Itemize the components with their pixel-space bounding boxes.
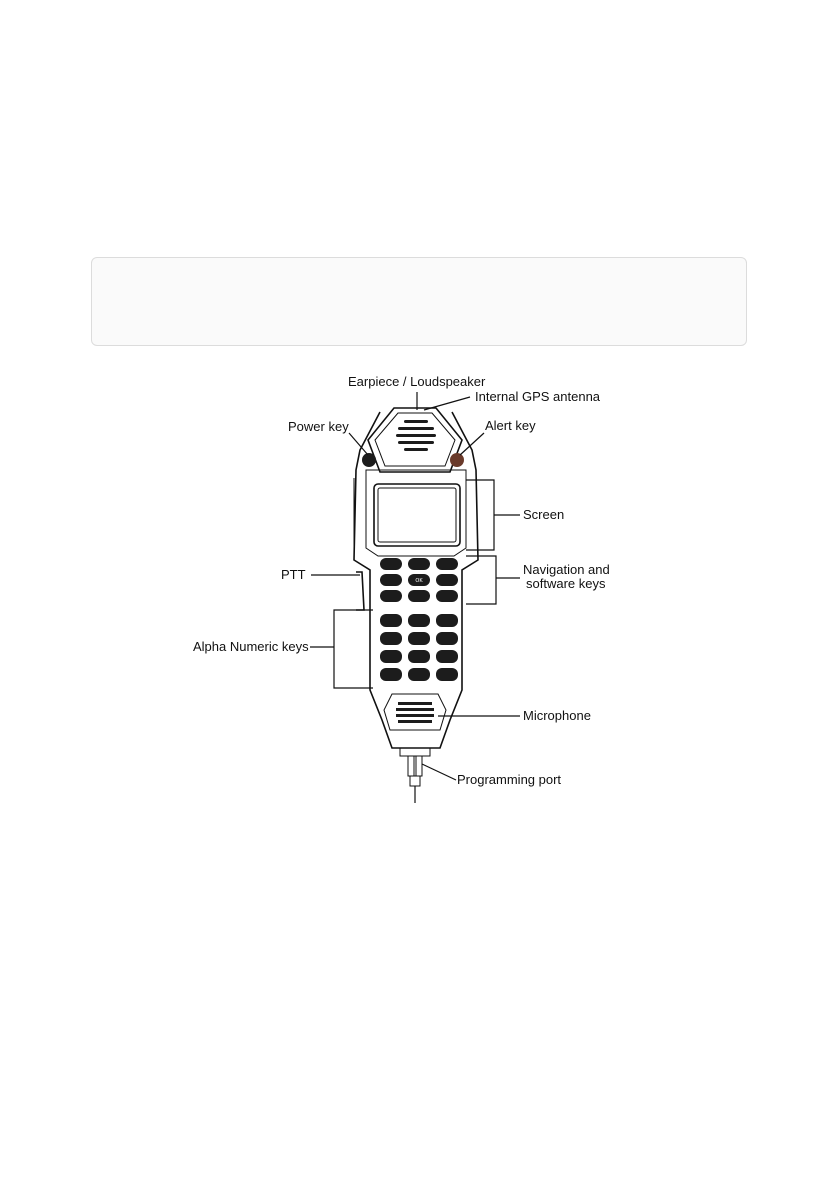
ok-key-label: OK <box>415 578 423 584</box>
label-alpha-numeric: Alpha Numeric keys <box>193 639 309 654</box>
label-power-key: Power key <box>288 419 349 434</box>
label-navigation-line1: Navigation and <box>523 562 610 577</box>
alphanumeric-keys <box>380 614 458 681</box>
earpiece-grille <box>396 420 436 451</box>
label-earpiece: Earpiece / Loudspeaker <box>348 374 486 389</box>
programming-port <box>400 748 430 803</box>
handset-body: OK <box>354 408 478 803</box>
label-alert-key: Alert key <box>485 418 536 433</box>
label-gps-antenna: Internal GPS antenna <box>475 389 601 404</box>
label-navigation-line2: software keys <box>526 576 606 591</box>
screen <box>374 484 460 546</box>
label-programming-port: Programming port <box>457 772 561 787</box>
navigation-keys: OK <box>380 558 458 602</box>
label-ptt: PTT <box>281 567 306 582</box>
label-screen: Screen <box>523 507 564 522</box>
power-key <box>362 453 376 467</box>
microphone-grille <box>384 694 446 730</box>
alert-key <box>450 453 464 467</box>
label-microphone: Microphone <box>523 708 591 723</box>
